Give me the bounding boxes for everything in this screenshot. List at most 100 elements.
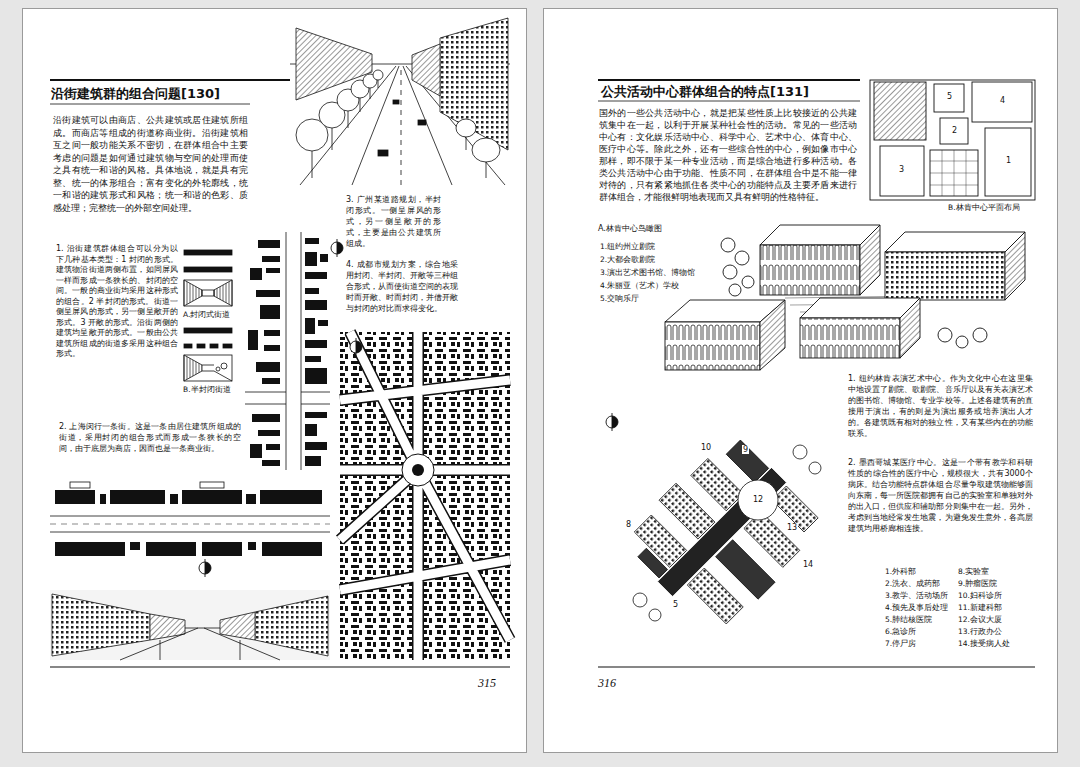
- sketch-rect: [262, 378, 280, 384]
- sketch-path: [50, 516, 330, 532]
- sketch-group: [340, 332, 510, 660]
- sketch-path: [401, 66, 402, 185]
- figure-caption: A.封闭式街道: [183, 311, 230, 320]
- sketch-rect: [305, 456, 321, 466]
- sketch-path: [286, 232, 301, 470]
- sketch-group: [340, 332, 510, 660]
- legend-item: 4.朱丽亚（艺术）学校: [600, 282, 679, 291]
- legend-item: 9.肿瘤医院: [958, 580, 997, 589]
- sketch-rect: [55, 542, 125, 556]
- sketch-rect: [252, 414, 280, 422]
- sketch-circle: [973, 328, 987, 342]
- sketch-rect: [130, 542, 140, 550]
- sketch-rect: [50, 590, 330, 660]
- site-plan: [870, 80, 1035, 200]
- sketch-path: [160, 640, 240, 660]
- body-text: 2. 上海闵行一条街。这是一条由居住建筑所组成的街道，采用封闭的组合形式而形成一…: [59, 421, 241, 454]
- street-type-icons: [184, 250, 232, 381]
- sketch-rect: [184, 344, 192, 348]
- sketch-rect: [305, 340, 327, 348]
- sketch-rect: [378, 150, 388, 156]
- sketch-rect: [874, 82, 926, 140]
- sketch-group: [248, 238, 328, 466]
- sketch-rect: [985, 128, 1031, 196]
- sketch-rect: [726, 440, 768, 482]
- sketch-shape: [255, 596, 328, 656]
- sketch-group: [55, 490, 322, 556]
- sketch-rect: [305, 356, 321, 362]
- sketch-rect: [305, 412, 327, 418]
- sketch-path: [120, 628, 280, 660]
- north-arrow: [350, 338, 362, 356]
- sketch-shape: [885, 232, 1025, 252]
- page: 沿街建筑群的组合问题[130]沿街建筑可以由商店、公共建筑或居住建筑所组成。而商…: [22, 8, 527, 753]
- sketch-rect: [870, 80, 1035, 200]
- sketch-shape: [52, 594, 150, 656]
- sketch-rect: [393, 100, 399, 104]
- sketch-rect: [305, 368, 327, 384]
- legend-item: 2.大都会歌剧院: [600, 256, 655, 265]
- legend-item: 12.会议大厦: [958, 616, 1002, 625]
- legend-item: 11.新建科部: [958, 604, 1002, 613]
- legend-item: 4.预先及事后处理: [885, 604, 948, 613]
- sketch-rect: [258, 430, 280, 436]
- sketch-group: [618, 428, 830, 640]
- sketch-rect: [305, 424, 317, 436]
- legend-item: 3.教学、活动场所: [885, 592, 948, 601]
- body-text: 4. 成都市规划方案，综合地采用封闭、半封闭、开敞等三种组合形式，从而使街道空间…: [346, 259, 458, 314]
- callout-number: 5: [946, 92, 953, 101]
- tree-symbol: [456, 119, 476, 137]
- sketch-rect: [634, 515, 686, 567]
- figure-caption: A.林肯中心鸟瞰图: [598, 224, 662, 233]
- sketch-rect: [200, 482, 224, 488]
- street-perspective: [290, 18, 510, 185]
- figure-caption: B.林肯中心平面布局: [948, 204, 1020, 213]
- callout-number: 9: [742, 445, 749, 454]
- sketch-circle: [793, 445, 807, 459]
- legend-item: 8.实验室: [958, 568, 989, 577]
- sketch-rect: [264, 330, 280, 336]
- callout-number: 14: [802, 560, 814, 569]
- body-text: 2. 墨西哥城某医疗中心。这是一个带有教学和科研性质的综合性的医疗中心，规模很大…: [848, 457, 1033, 534]
- sketch-rect: [305, 272, 327, 279]
- sketch-rect: [184, 250, 232, 255]
- sketch-rect: [202, 290, 214, 296]
- body-text: 3. 广州某道路规划，半封闭形式。一侧呈屏风的形式，另一侧呈敞开的形式，主要是由…: [346, 194, 441, 249]
- sketch-rect: [340, 332, 510, 660]
- sketch-shape: [184, 280, 202, 306]
- sketch-shape: [900, 298, 920, 358]
- sketch-rect: [305, 300, 327, 310]
- sketch-rect: [260, 305, 280, 319]
- callout-number: 5: [672, 600, 679, 609]
- sketch-rect: [318, 320, 328, 326]
- sketch-rect: [55, 490, 95, 504]
- callout-number: 8: [625, 520, 632, 529]
- legend-item: 3.演出艺术图书馆、博物馆: [600, 269, 695, 278]
- sketch-shape: [184, 355, 202, 381]
- sketch-path: [930, 150, 978, 196]
- page-number: 316: [598, 677, 616, 691]
- sketch-rect: [146, 542, 196, 556]
- sketch-circle: [216, 367, 220, 371]
- sketch-line: [50, 104, 250, 105]
- sketch-line: [50, 666, 510, 667]
- sketch-circle: [649, 609, 661, 621]
- body-text: 国外的一些公共活动中心，就是把某些性质上比较接近的公共建筑集中在一起，以利于开展…: [599, 107, 857, 203]
- body-text: 1. 纽约林肯表演艺术中心。作为文化中心在这里集中地设置了剧院、歌剧院、音乐厅以…: [848, 373, 1033, 439]
- sketch-circle: [633, 593, 647, 607]
- sketch-rect: [246, 494, 256, 504]
- sketch-rect: [305, 318, 315, 334]
- sketch-rect: [772, 486, 818, 532]
- sketch-path: [50, 524, 330, 525]
- sketch-rect: [264, 345, 280, 351]
- sketch-rect: [170, 494, 178, 504]
- legend-item: 7.停尸房: [885, 640, 916, 649]
- callout-number: 13: [786, 523, 798, 532]
- legend-item: 5.交响乐厅: [600, 295, 639, 304]
- sketch-circle: [809, 462, 821, 474]
- sketch-rect: [885, 252, 1005, 300]
- legend-item: 14.接受病人处: [958, 640, 1010, 649]
- city-plan: [340, 332, 510, 660]
- sketch-rect: [800, 318, 900, 358]
